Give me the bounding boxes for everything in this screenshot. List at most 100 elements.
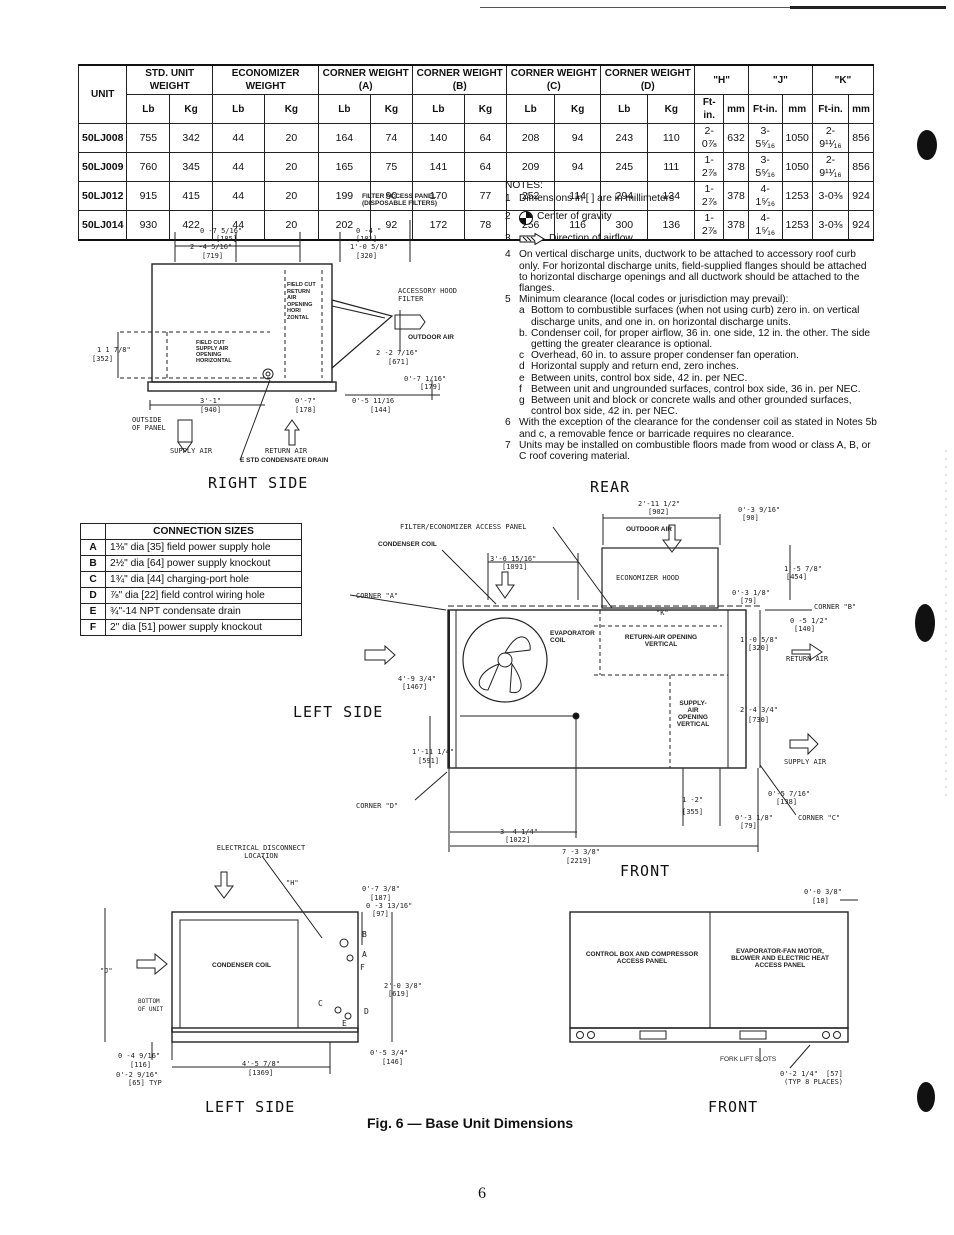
table-cell: 4-1⁵⁄₁₆ bbox=[747, 181, 783, 211]
left-side-bottom-drawing bbox=[104, 855, 393, 1074]
label-corner-d: CORNER "D" bbox=[356, 802, 399, 810]
label-outside-of-panel: OUTSIDE OF PANEL bbox=[132, 416, 166, 432]
label-accessory-hood-filter: ACCESSORY HOOD FILTER bbox=[398, 287, 458, 303]
center-of-gravity-icon bbox=[519, 211, 533, 226]
table-cell: 1-2⅞ bbox=[694, 210, 725, 241]
header-rule bbox=[480, 7, 946, 8]
view-title-front-top: FRONT bbox=[620, 862, 671, 880]
conn-letter-d: D bbox=[364, 1007, 369, 1016]
dim-b3: 2'-0 3/8" bbox=[384, 982, 422, 990]
view-title-rear: REAR bbox=[590, 478, 631, 496]
dim-t10m: [355] bbox=[682, 808, 704, 816]
dim-b7m: [146] bbox=[382, 1058, 404, 1066]
conn-letter-a: A bbox=[362, 950, 367, 959]
dim-t1: 3'-6 15/16" bbox=[490, 555, 537, 563]
table-cell: 924 bbox=[848, 210, 874, 241]
dim-r1m: [902] bbox=[648, 508, 670, 516]
connection-description: 2" dia [51] power supply knockout bbox=[105, 619, 302, 636]
table-cell: 20 bbox=[263, 123, 320, 153]
dim-r2m: [90] bbox=[742, 514, 759, 522]
sub-header-cell: Ft-in. bbox=[811, 94, 850, 124]
table-cell: 90 bbox=[369, 181, 414, 211]
dim-b9m: [57] bbox=[826, 1070, 843, 1078]
table-cell: 3-0⅜ bbox=[811, 181, 850, 211]
dim-b1: 0'-7 3/8" bbox=[362, 885, 400, 893]
col-std-weight: STD. UNIT WEIGHT bbox=[126, 64, 213, 95]
dim-b8m: [10] bbox=[812, 897, 829, 905]
table-cell: 44 bbox=[211, 152, 265, 182]
view-title-left-side-bottom: LEFT SIDE bbox=[205, 1098, 296, 1116]
label-electrical-disconnect: ELECTRICAL DISCONNECT LOCATION bbox=[216, 844, 306, 860]
sub-header-cell: Kg bbox=[169, 94, 213, 124]
dim-b2m: [97] bbox=[372, 910, 389, 918]
dim-t3m: [79] bbox=[740, 597, 757, 605]
dim-rs4: 1'-0 5/8" bbox=[350, 243, 388, 251]
notes-title: NOTES: bbox=[505, 180, 543, 191]
view-title-front-bottom: FRONT bbox=[708, 1098, 759, 1116]
dim-rs4m: [320] bbox=[356, 252, 378, 260]
dim-rs1: 0 -7 5/16" bbox=[200, 227, 243, 235]
dim-rs10m: [144] bbox=[370, 406, 392, 414]
dim-t1m: [1091] bbox=[502, 563, 528, 571]
dim-rs6: 2 -2 7/16" bbox=[376, 349, 419, 357]
conn-letter-c: C bbox=[318, 999, 323, 1008]
unit-model-cell: 50LJ008 bbox=[77, 123, 128, 153]
table-cell: 134 bbox=[647, 181, 696, 211]
dim-t8: 1'-11 1/4" bbox=[412, 748, 455, 756]
dim-t6m: [1467] bbox=[402, 683, 428, 691]
dim-b5m: [65] TYP bbox=[128, 1079, 162, 1087]
label-fork-lift-slots: FORK LIFT SLOTS bbox=[720, 1056, 777, 1063]
dim-t11: 0'-3 1/8" bbox=[735, 814, 773, 822]
label-bottom-of-unit: BOTTOM OF UNIT bbox=[138, 998, 164, 1013]
table-cell: 2-9¹¹⁄₁₆ bbox=[811, 152, 850, 182]
table-cell: 199 bbox=[318, 181, 371, 211]
dim-b6m: [1369] bbox=[248, 1069, 274, 1077]
dim-t2: 1'-5 7/8" bbox=[784, 565, 822, 573]
table-cell: 378 bbox=[723, 210, 749, 241]
dim-rs2: 2 -4 5/16" bbox=[190, 243, 233, 251]
dim-t9: 0'-5 7/16" bbox=[768, 790, 811, 798]
dim-t6: 4'-9 3/4" bbox=[398, 675, 436, 683]
unit-model-cell: 50LJ014 bbox=[77, 210, 128, 241]
table-cell: 422 bbox=[169, 210, 213, 241]
dim-t3: 0'-3 1/8" bbox=[732, 589, 770, 597]
label-typ-8-places: (TYP 8 PLACES) bbox=[784, 1078, 844, 1086]
dim-b7: 0'-5 3/4" bbox=[370, 1049, 408, 1057]
table-cell: 4-1⁵⁄₁₆ bbox=[747, 210, 783, 241]
table-cell: 44 bbox=[211, 210, 265, 241]
table-cell: 116 bbox=[554, 210, 602, 241]
table-cell: 92 bbox=[369, 210, 414, 241]
dim-b3m: [619] bbox=[388, 990, 410, 998]
table-cell: 202 bbox=[318, 210, 371, 241]
label-j: "J" bbox=[100, 967, 113, 975]
conn-letter-f: F bbox=[360, 963, 365, 972]
table-cell: 1-2⅞ bbox=[694, 152, 725, 182]
table-cell: 20 bbox=[263, 152, 320, 182]
table-cell: 915 bbox=[126, 181, 171, 211]
label-supply-air-rs: SUPPLY AIR bbox=[170, 447, 213, 455]
dim-rs8: 3'-1" bbox=[200, 397, 222, 405]
dim-b4m: [116] bbox=[130, 1061, 152, 1069]
col-corner-d: CORNER WEIGHT (D) bbox=[600, 64, 696, 95]
view-title-right-side: RIGHT SIDE bbox=[208, 474, 309, 492]
binding-hole-mark bbox=[917, 1082, 935, 1112]
conn-letter-b: B bbox=[362, 930, 367, 939]
label-condenser-coil-top: CONDENSER COIL bbox=[378, 541, 437, 548]
label-return-air-top: RETURN AIR bbox=[786, 655, 829, 663]
label-control-box-panel: CONTROL BOX AND COMPRESSOR ACCESS PANEL bbox=[585, 951, 699, 965]
table-cell: 170 bbox=[412, 181, 465, 211]
sub-header-cell: Kg bbox=[369, 94, 414, 124]
sub-header-cell: Ft-in. bbox=[747, 94, 783, 124]
table-cell: 208 bbox=[506, 123, 556, 153]
